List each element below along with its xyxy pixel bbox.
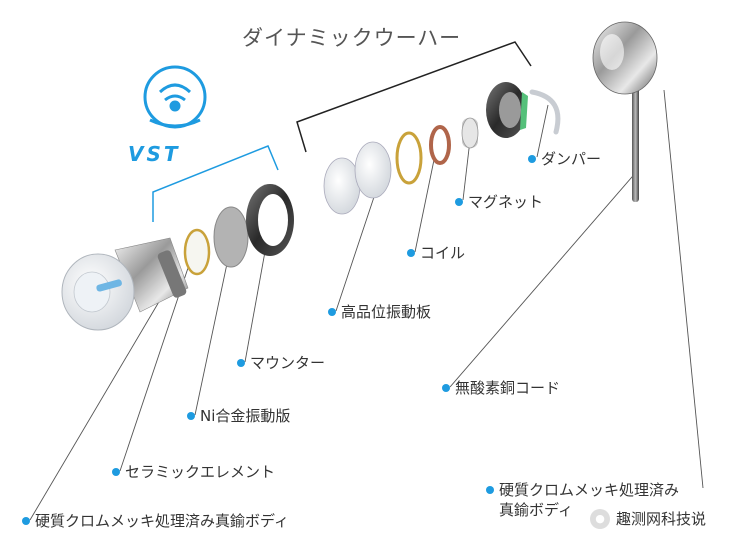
bullet-dot <box>486 486 494 494</box>
label-cable: 無酸素銅コード <box>442 379 560 397</box>
bracket-left-group <box>152 145 279 222</box>
gold-ring-icon <box>395 131 423 185</box>
bullet-dot <box>407 249 415 257</box>
label-diaphragm-hq: 高品位振動板 <box>328 303 431 321</box>
bullet-dot <box>455 198 463 206</box>
label-mounter: マウンター <box>237 354 325 372</box>
mounter-icon <box>246 184 294 256</box>
bracket-woofer <box>296 41 532 153</box>
ear-tip-icon <box>61 253 135 331</box>
bullet-dot <box>187 412 195 420</box>
label-coil: コイル <box>407 244 465 262</box>
bullet-dot <box>328 308 336 316</box>
brand-logo-text: VST <box>128 142 181 166</box>
label-body-right: 硬質クロムメッキ処理済み 真鍮ボディ <box>486 480 679 520</box>
housing-icon <box>486 82 528 138</box>
damper-icon <box>529 89 561 135</box>
ceramic-element-icon <box>183 228 211 276</box>
bullet-dot <box>237 359 245 367</box>
bullet-dot <box>22 517 30 525</box>
page-title: ダイナミックウーハー <box>242 26 462 50</box>
diaphragm-hq-icon <box>323 141 392 215</box>
label-magnet: マグネット <box>455 193 543 211</box>
cable-icon <box>632 80 639 202</box>
ni-diaphragm-icon <box>213 206 249 268</box>
bullet-dot <box>528 155 536 163</box>
vst-logo-icon <box>143 65 207 129</box>
label-damper: ダンパー <box>528 150 601 168</box>
magnet-icon <box>461 117 479 149</box>
body-right-icon <box>592 21 658 95</box>
wechat-icon: ● <box>590 508 610 529</box>
label-body-left: 硬質クロムメッキ処理済み真鍮ボディ <box>22 512 289 530</box>
label-ceramic: セラミックエレメント <box>112 463 275 481</box>
bullet-dot <box>112 468 120 476</box>
coil-icon <box>429 125 451 165</box>
watermark: ● 趣测网科技说 <box>590 508 706 529</box>
bullet-dot <box>442 384 450 392</box>
label-ni-diaphragm: Ni合金振動版 <box>187 407 290 425</box>
